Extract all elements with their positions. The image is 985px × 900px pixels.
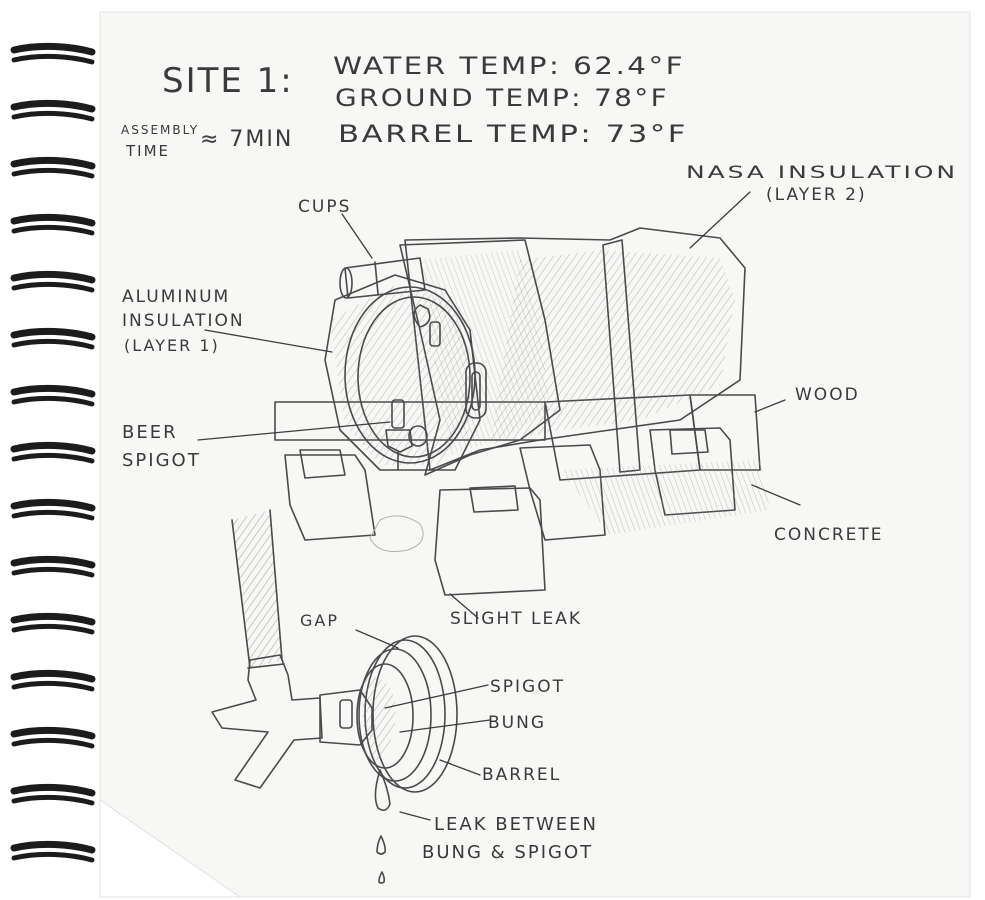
label-beer: BEER	[122, 422, 178, 443]
binding-ring	[11, 338, 95, 350]
label-nasa-insulation: NASA INSULATION	[686, 163, 958, 183]
spigot-detail-sketch	[211, 509, 458, 884]
label-bung: BUNG	[488, 713, 546, 733]
aluminum-insulation-layer-1	[324, 274, 481, 471]
water-temp: WATER TEMP: 62.4°F	[333, 52, 685, 80]
binding-ring	[10, 270, 96, 284]
leak-drip-1	[374, 769, 391, 812]
binding-ring	[11, 224, 95, 236]
binding-ring	[10, 669, 96, 683]
binding-ring	[11, 680, 95, 692]
binding-ring	[11, 281, 95, 293]
assembly-time-value: ≈ 7min	[200, 127, 293, 152]
binding-ring	[10, 384, 96, 398]
binding-ring	[11, 623, 95, 635]
barrel-temp: BARREL TEMP: 73°F	[338, 120, 688, 148]
binding-ring	[11, 509, 95, 521]
spiral-binding	[10, 42, 96, 863]
label-aluminum-insulation: INSULATION	[122, 311, 245, 331]
label-gap: GAP	[300, 611, 339, 630]
binding-ring	[10, 99, 96, 113]
leak-drip-3	[378, 871, 386, 884]
barrel-assembly-sketch	[274, 227, 770, 596]
binding-ring	[11, 395, 95, 407]
assembly-label-line-1: ASSEMBLY	[121, 123, 199, 137]
binding-ring	[11, 737, 95, 749]
page-corner-fold	[99, 799, 242, 898]
binding-ring	[10, 555, 96, 569]
label-spigot: SPIGOT	[490, 677, 565, 697]
concrete-slab	[560, 460, 770, 535]
label-cups: CUPS	[298, 197, 351, 217]
paper-sheet	[99, 11, 971, 898]
beer-spigot-small	[385, 399, 428, 471]
binding-ring	[10, 156, 96, 170]
binding-ring	[10, 840, 96, 854]
label-concrete: CONCRETE	[774, 525, 884, 545]
binding-ring	[11, 566, 95, 578]
nasa-insulation-layer-2	[404, 227, 746, 471]
label-bung-and-spigot: BUNG & SPIGOT	[422, 842, 593, 863]
ground-temp: GROUND TEMP: 78°F	[335, 84, 669, 112]
assembly-label-line-2: TIME	[125, 142, 170, 160]
binding-ring	[10, 441, 96, 455]
binding-ring	[10, 42, 96, 56]
label-aluminum: ALUMINUM	[122, 287, 230, 307]
binding-ring	[10, 327, 96, 341]
leader-lines	[197, 191, 801, 821]
diagram-labels: CUPS NASA INSULATION (LAYER 2) ALUMINUM …	[122, 163, 958, 863]
header-notes: SITE 1: WATER TEMP: 62.4°F GROUND TEMP: …	[121, 52, 688, 160]
binding-ring	[11, 53, 95, 65]
label-leak-between: LEAK BETWEEN	[434, 814, 598, 835]
binding-ring	[10, 726, 96, 740]
binding-ring	[10, 213, 96, 227]
binding-ring	[11, 851, 95, 863]
binding-ring	[11, 110, 95, 122]
label-nasa-layer: (LAYER 2)	[766, 185, 867, 205]
label-barrel: BARREL	[482, 765, 561, 785]
label-wood: WOOD	[795, 385, 860, 405]
binding-ring	[11, 452, 95, 464]
binding-ring	[10, 612, 96, 626]
leak-drip-2	[376, 835, 386, 855]
label-aluminum-layer: (LAYER 1)	[124, 336, 220, 355]
site-title: SITE 1:	[162, 61, 294, 101]
binding-ring	[11, 794, 95, 806]
binding-ring	[10, 498, 96, 512]
label-slight-leak: SLIGHT LEAK	[450, 609, 582, 629]
barrel-face	[344, 286, 476, 464]
binding-ring	[11, 167, 95, 179]
label-beer-spigot: SPIGOT	[122, 450, 201, 471]
binding-ring	[10, 783, 96, 797]
